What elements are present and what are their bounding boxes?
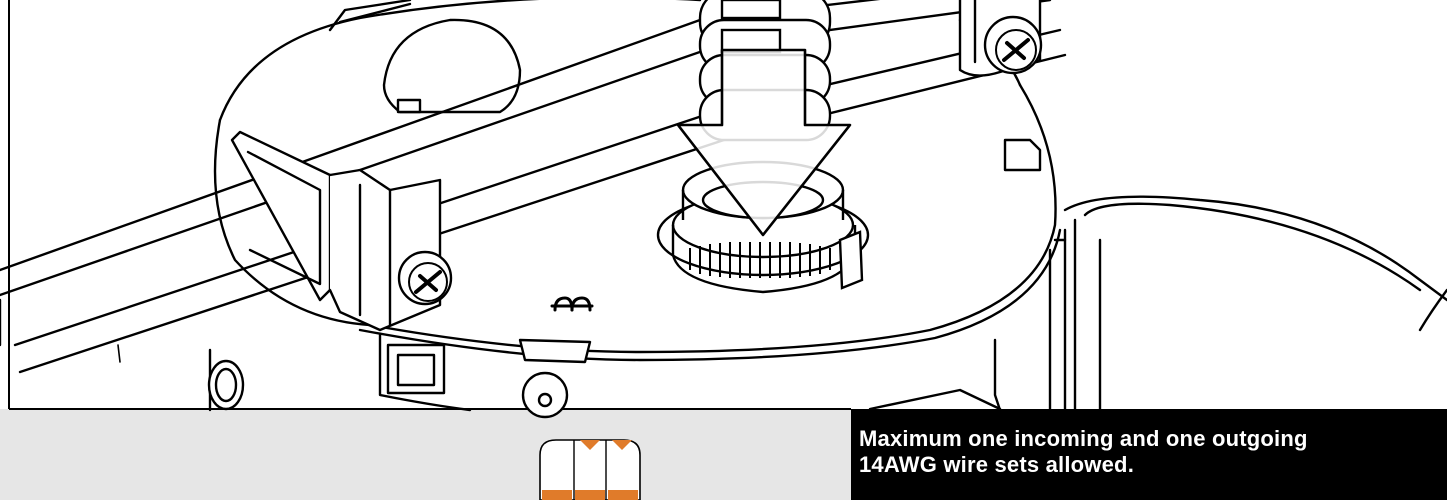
warning-callout: Maximum one incoming and one outgoing 14… (851, 409, 1447, 500)
box-body (208, 333, 1002, 412)
side-lever (868, 195, 1447, 411)
ground-symbol (550, 296, 594, 312)
down-arrow-icon (676, 48, 852, 237)
screw-icon (397, 250, 453, 306)
connector-slots-icon (539, 439, 641, 500)
screw-icon (983, 15, 1043, 75)
callout-text: Maximum one incoming and one outgoing 14… (859, 426, 1308, 477)
mounting-tab-left (207, 359, 245, 411)
ground-hole (521, 371, 569, 419)
